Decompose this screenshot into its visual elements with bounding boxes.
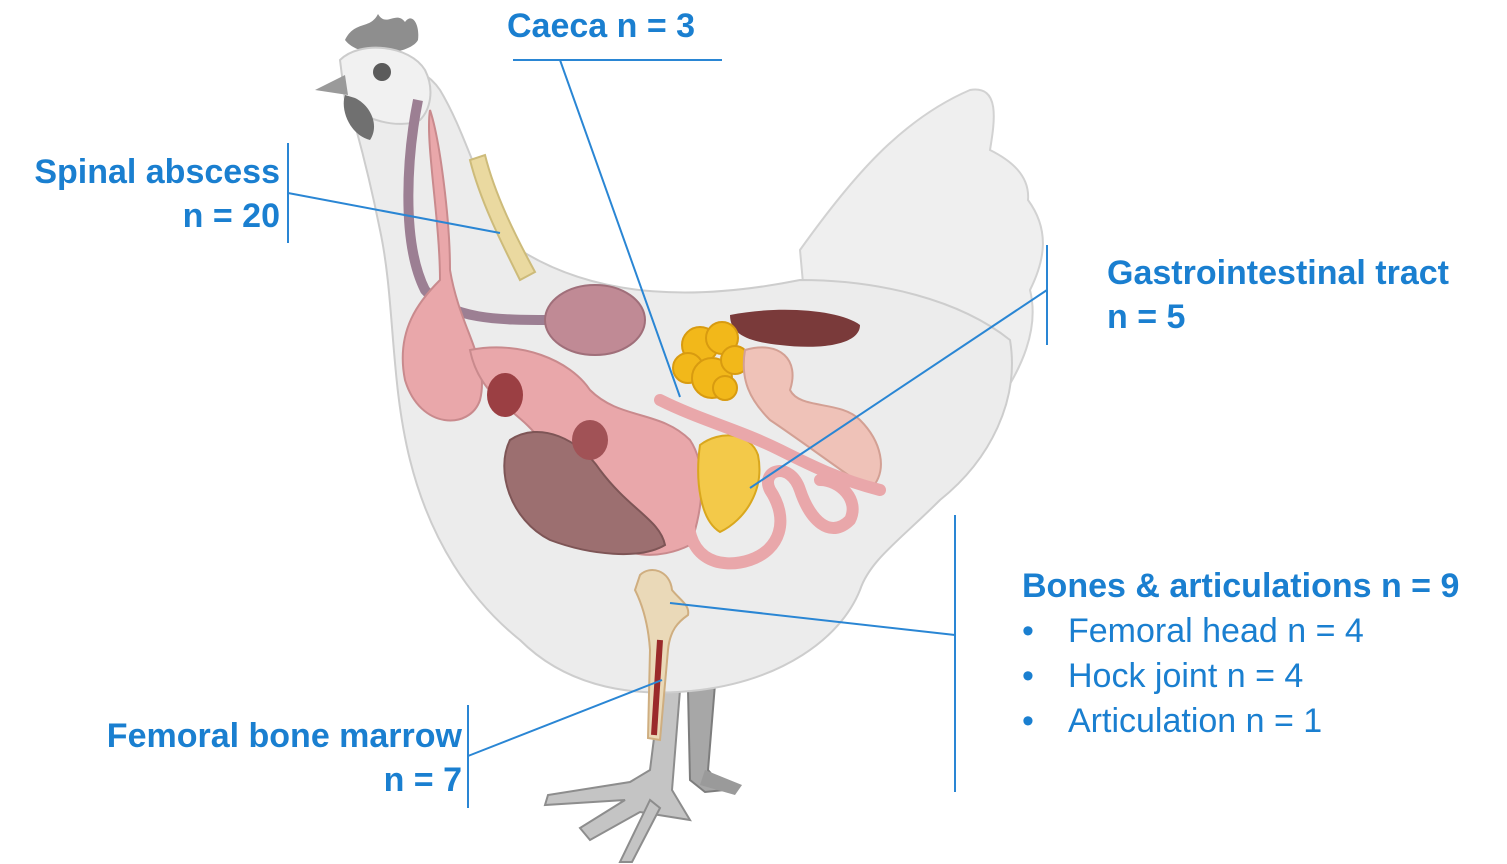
gastrointestinal-label: Gastrointestinal tract n = 5 <box>1107 251 1449 339</box>
femoral-marrow-label: Femoral bone marrow n = 7 <box>107 714 462 802</box>
articulation-item: Articulation n = 1 <box>1068 702 1322 740</box>
femoral-marrow-count: n = 7 <box>107 758 462 802</box>
list-item: •Articulation n = 1 <box>1022 699 1364 744</box>
eye-icon <box>373 63 391 81</box>
spleen <box>572 420 608 460</box>
gastrointestinal-title: Gastrointestinal tract <box>1107 251 1449 295</box>
femoral-head-item: Femoral head n = 4 <box>1068 612 1364 650</box>
legs <box>545 668 742 862</box>
hock-joint-item: Hock joint n = 4 <box>1068 657 1303 695</box>
bones-list: •Femoral head n = 4 •Hock joint n = 4 •A… <box>1022 609 1364 744</box>
lung <box>545 285 645 355</box>
caeca-label: Caeca n = 3 <box>507 4 695 48</box>
bones-articulations-title: Bones & articulations n = 9 <box>1022 564 1459 608</box>
spinal-abscess-count: n = 20 <box>34 194 280 238</box>
femoral-marrow-title: Femoral bone marrow <box>107 714 462 758</box>
gastrointestinal-count: n = 5 <box>1107 295 1449 339</box>
list-item: •Hock joint n = 4 <box>1022 654 1364 699</box>
spinal-abscess-label: Spinal abscess n = 20 <box>34 150 280 238</box>
spinal-abscess-title: Spinal abscess <box>34 150 280 194</box>
heart <box>487 373 523 417</box>
list-item: •Femoral head n = 4 <box>1022 609 1364 654</box>
